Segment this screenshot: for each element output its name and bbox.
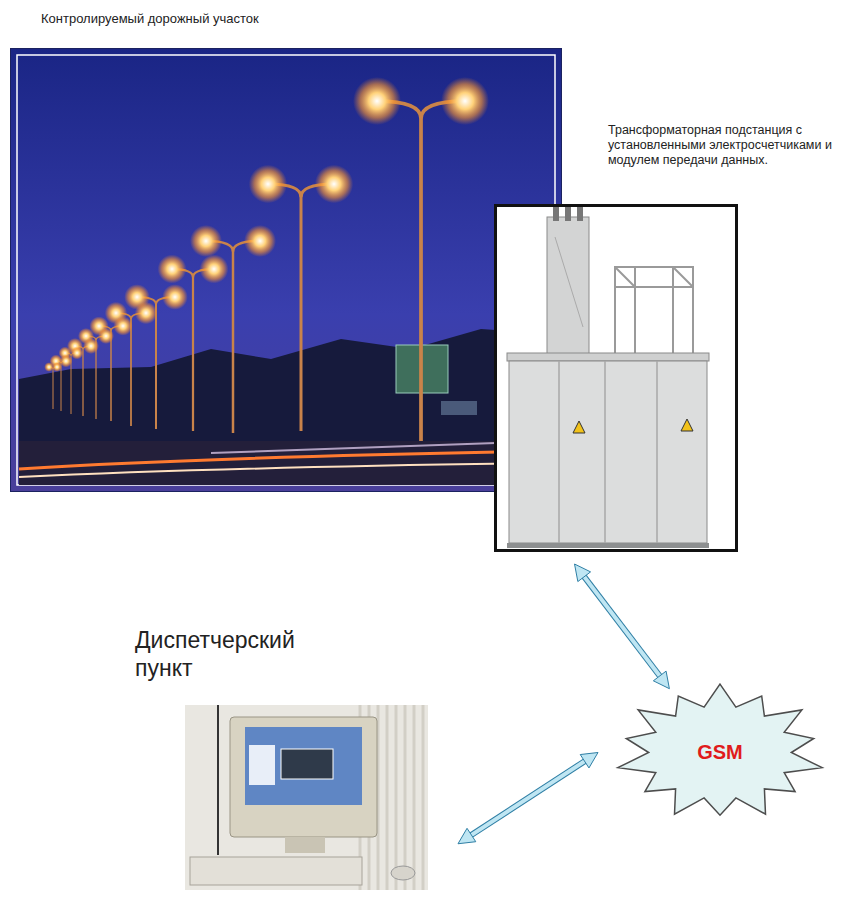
- lamp-glow: [71, 347, 84, 360]
- node-heading: Диспетчерский пункт: [135, 627, 355, 682]
- insulator: [553, 207, 559, 221]
- lamp-glow: [135, 302, 157, 324]
- base: [507, 543, 709, 548]
- lamp-glow: [249, 165, 287, 203]
- lamp-pole: [300, 194, 303, 431]
- mouse: [391, 866, 415, 880]
- window-blind: [386, 705, 389, 890]
- lamp-pole: [232, 249, 235, 433]
- lamp-glow: [353, 77, 401, 125]
- tank-edge: [555, 237, 583, 327]
- double-arrow: [458, 753, 598, 844]
- keyboard: [190, 857, 362, 885]
- lamp-glow: [441, 77, 489, 125]
- transformer-tank: [547, 217, 589, 357]
- lamp-glow: [190, 225, 222, 257]
- gsm-starburst: [618, 684, 822, 815]
- arrow-outline: [583, 575, 661, 677]
- road-sign: [441, 401, 477, 415]
- window-blind: [395, 705, 398, 890]
- lamp-pole: [192, 275, 194, 431]
- road: [19, 441, 553, 485]
- insulator: [577, 207, 583, 221]
- lamp-pole: [130, 318, 132, 427]
- screen-window: [281, 749, 333, 779]
- kiosk-body: [509, 361, 707, 543]
- window-blind: [422, 705, 425, 890]
- insulator: [565, 207, 571, 221]
- window-blind: [413, 705, 416, 890]
- arrow-shaft: [583, 575, 661, 677]
- light-trail: [19, 451, 555, 469]
- node-heading: Контролируемый дорожный участок: [41, 11, 271, 27]
- lamp-glow: [200, 255, 229, 284]
- screen: [245, 727, 362, 805]
- network-label: GSM: [697, 741, 743, 764]
- gsm-node: GSM: [610, 680, 830, 825]
- arrow-head: [458, 828, 476, 843]
- night-sky: [11, 49, 561, 491]
- picture-frame: Контролируемый дорожный участок: [10, 48, 562, 492]
- double-arrow: [575, 564, 670, 689]
- busbar-frame: [615, 267, 693, 353]
- lamp-glow: [52, 362, 62, 372]
- lamp-glow: [113, 316, 132, 335]
- warning-sign: [681, 419, 693, 431]
- warning-sign: [573, 421, 585, 433]
- arrow-head: [580, 753, 598, 768]
- monitor: [230, 717, 377, 837]
- roof: [507, 353, 709, 361]
- lamp-glow: [244, 225, 276, 257]
- light-trail: [19, 463, 555, 477]
- lamp-glow: [158, 255, 187, 284]
- node-heading: Трансформаторная подстанция с установлен…: [608, 123, 843, 168]
- arrow-head: [653, 671, 669, 689]
- illustration: [11, 49, 561, 491]
- text-holder: GSM: [610, 680, 830, 825]
- monitor-stand: [285, 837, 325, 853]
- lamp-pole: [82, 348, 83, 416]
- lamp-pole: [419, 114, 423, 441]
- picture-frame: Диспетчерский пункт: [185, 705, 428, 890]
- arrow-shaft: [470, 760, 587, 836]
- arrow-head: [575, 564, 591, 582]
- lamp-pole: [155, 303, 157, 429]
- photo-inner-frame: [17, 55, 555, 485]
- illustration: [497, 207, 735, 549]
- window-blind: [404, 705, 407, 890]
- lamp-pole: [110, 330, 112, 421]
- lamp-glow: [162, 284, 188, 310]
- arrow-outline: [470, 760, 587, 836]
- door-seam: [559, 361, 657, 543]
- lamp-glow: [315, 165, 353, 203]
- antenna: [217, 705, 219, 855]
- lamp-glow: [83, 338, 99, 354]
- lamp-glow: [98, 328, 114, 344]
- illustration: [185, 705, 428, 890]
- lamp-pole: [53, 368, 54, 409]
- tree-line: [19, 329, 555, 444]
- screen-panel: [249, 745, 275, 785]
- picture-frame: Трансформаторная подстанция с установлен…: [494, 204, 738, 552]
